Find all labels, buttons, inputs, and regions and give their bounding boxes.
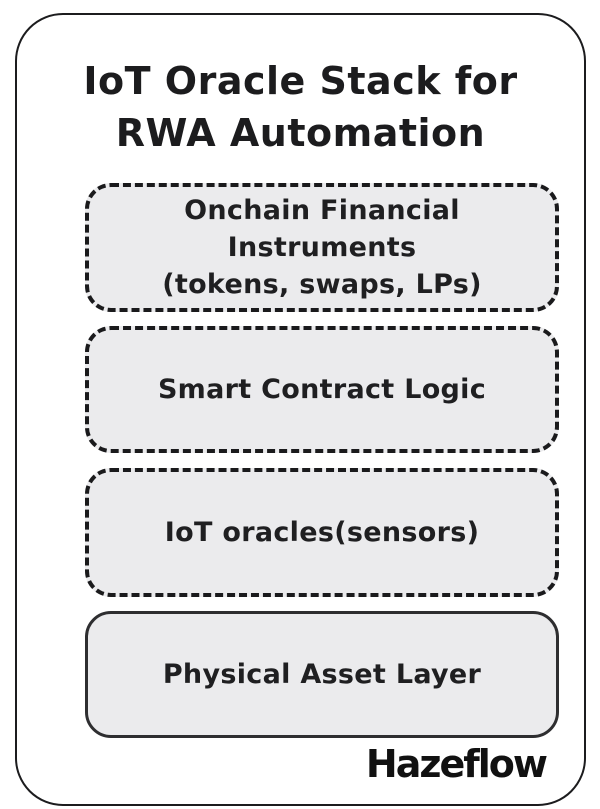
diagram-title: IoT Oracle Stack for RWA Automation [17, 55, 584, 159]
layer-label: Smart Contract Logic [157, 374, 487, 405]
diagram-frame: IoT Oracle Stack for RWA Automation Onch… [15, 13, 586, 806]
layer-smart-contract-logic: Smart Contract Logic [85, 326, 559, 453]
layer-onchain-financial-instruments: Onchain Financial Instruments (tokens, s… [85, 183, 559, 312]
diagram-title-line1: IoT Oracle Stack for [83, 59, 518, 103]
layer-label: Physical Asset Layer [162, 659, 482, 690]
layer-sublabel: (tokens, swaps, LPs) [162, 269, 482, 300]
layer-iot-oracles: IoT oracles(sensors) [85, 468, 559, 597]
layer-label: IoT oracles(sensors) [164, 517, 480, 548]
layer-label: Onchain Financial Instruments [184, 195, 460, 263]
hazeflow-logo: Hazeflow [365, 742, 548, 786]
layer-physical-asset: Physical Asset Layer [85, 611, 559, 738]
diagram-title-line2: RWA Automation [115, 111, 486, 155]
